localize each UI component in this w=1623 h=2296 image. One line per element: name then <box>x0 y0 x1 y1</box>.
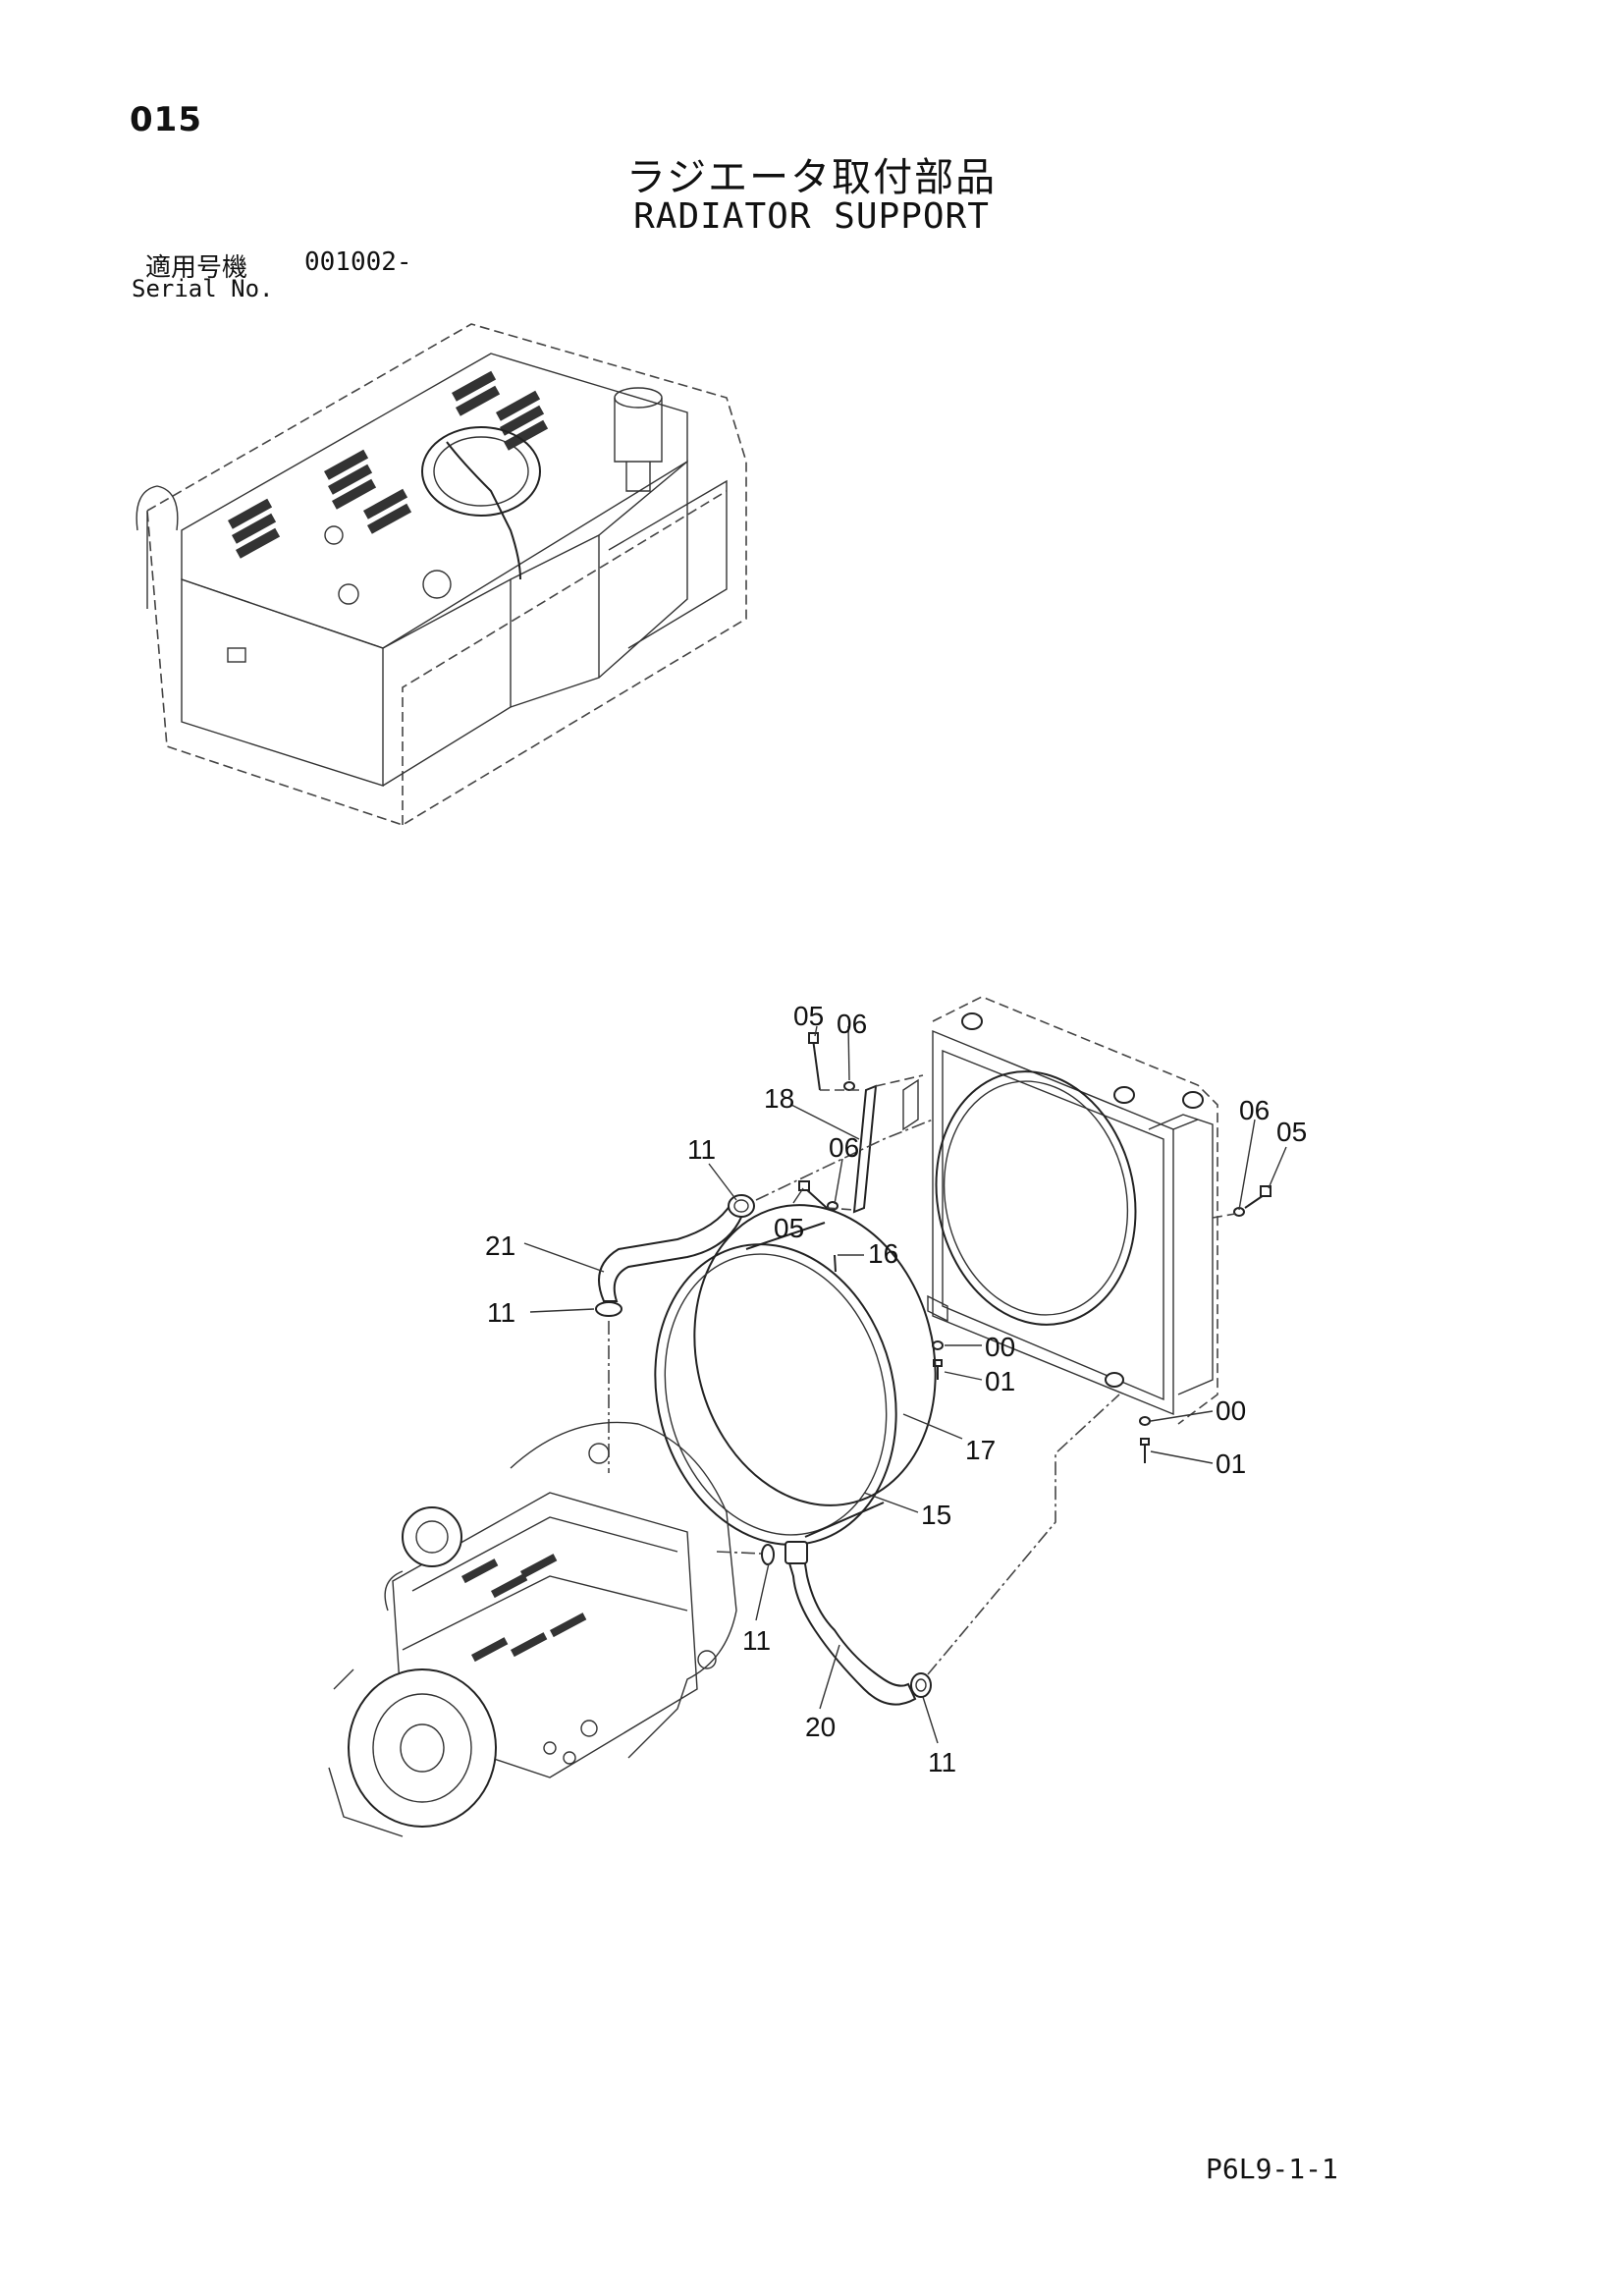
fan-ring-drawing <box>654 1204 937 1546</box>
callout-20: 20 <box>805 1712 836 1742</box>
lower-hose-drawing <box>716 1394 1120 1706</box>
callout-11-lower-left: 11 <box>742 1625 771 1656</box>
callout-05-top: 05 <box>793 1001 824 1031</box>
serial-label-en: Serial No. <box>132 275 274 302</box>
radiator-assembly-drawing <box>902 996 1218 1425</box>
callout-00-right: 00 <box>1216 1395 1246 1426</box>
callout-11-upper-left: 11 <box>487 1297 515 1328</box>
callout-05-middle: 05 <box>774 1213 804 1243</box>
callout-05-right: 05 <box>1276 1117 1307 1147</box>
page-title-jp: ラジエータ取付部品 <box>625 155 998 200</box>
callout-16: 16 <box>868 1238 898 1269</box>
callout-11-lower-right: 11 <box>928 1747 956 1777</box>
page-title-en: RADIATOR SUPPORT <box>633 196 990 237</box>
page-number: 015 <box>130 100 202 139</box>
callout-11-upper-right: 11 <box>687 1134 716 1165</box>
callout-06-top: 06 <box>837 1009 867 1039</box>
callout-00-left: 00 <box>985 1332 1015 1362</box>
callout-21: 21 <box>485 1230 515 1261</box>
serial-label-jp: 適用号機 <box>145 253 248 283</box>
drawing-code: P6L9-1-1 <box>1206 2153 1338 2185</box>
callout-18: 18 <box>764 1083 794 1114</box>
callout-17: 17 <box>965 1435 996 1465</box>
serial-value: 001002- <box>304 247 412 277</box>
stay-and-bolts-drawing <box>798 1032 1271 1463</box>
callout-06-middle: 06 <box>829 1132 859 1163</box>
callout-labels: 05 06 18 11 06 05 21 16 11 06 05 00 01 0… <box>485 1001 1307 1777</box>
upper-hose-drawing <box>595 1119 934 1473</box>
callout-15: 15 <box>921 1500 951 1530</box>
machine-overview-drawing <box>135 323 747 826</box>
engine-drawing <box>328 1421 737 1837</box>
callout-01-right: 01 <box>1216 1449 1246 1479</box>
callout-06-right: 06 <box>1239 1095 1270 1125</box>
leader-lines <box>523 1025 1287 1744</box>
callout-01-left: 01 <box>985 1366 1015 1396</box>
